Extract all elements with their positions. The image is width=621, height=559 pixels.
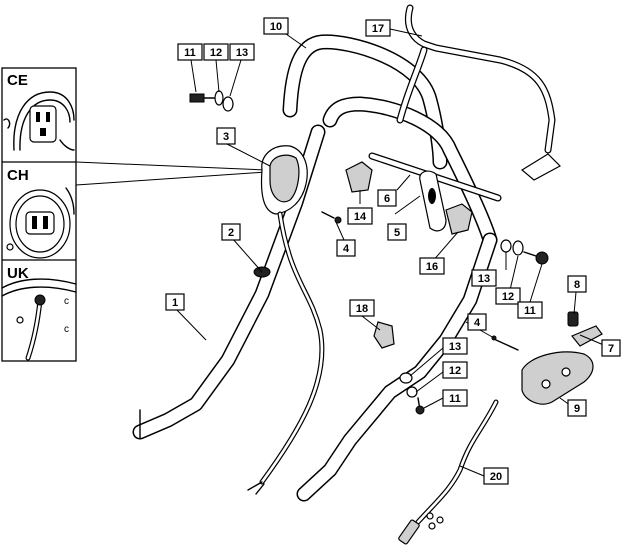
callout-20: 20 bbox=[483, 467, 509, 485]
callout-9: 9 bbox=[567, 399, 587, 417]
callout-13-right: 13 bbox=[471, 269, 497, 287]
callout-14: 14 bbox=[347, 207, 373, 225]
handle-assembly bbox=[132, 4, 603, 545]
svg-text:10: 10 bbox=[270, 21, 282, 33]
callout-1: 1 bbox=[165, 293, 185, 311]
callout-12-upper: 12 bbox=[203, 43, 229, 61]
callout-7: 7 bbox=[601, 339, 621, 357]
svg-text:13: 13 bbox=[449, 341, 461, 353]
svg-text:12: 12 bbox=[449, 365, 461, 377]
svg-text:4: 4 bbox=[343, 243, 350, 255]
svg-text:17: 17 bbox=[372, 23, 384, 35]
svg-text:12: 12 bbox=[210, 47, 222, 59]
svg-text:11: 11 bbox=[524, 305, 536, 317]
callout-13-lower: 13 bbox=[442, 337, 468, 355]
svg-text:c: c bbox=[64, 324, 69, 335]
callout-13-upper: 13 bbox=[229, 43, 255, 61]
svg-text:4: 4 bbox=[474, 317, 481, 329]
callout-8: 8 bbox=[567, 275, 587, 293]
callout-12-lower: 12 bbox=[442, 361, 468, 379]
svg-text:18: 18 bbox=[356, 303, 368, 315]
callout-17: 17 bbox=[365, 19, 391, 37]
svg-text:7: 7 bbox=[608, 343, 614, 355]
callout-12-right: 12 bbox=[495, 287, 521, 305]
inset-ce-label: CE bbox=[7, 72, 28, 89]
inset-ch-label: CH bbox=[7, 167, 29, 184]
callout-2: 2 bbox=[221, 223, 241, 241]
svg-text:11: 11 bbox=[184, 47, 196, 59]
callout-4-lower: 4 bbox=[467, 313, 487, 331]
callout-6: 6 bbox=[377, 189, 397, 207]
svg-text:16: 16 bbox=[426, 261, 438, 273]
svg-text:3: 3 bbox=[223, 131, 229, 143]
svg-text:12: 12 bbox=[502, 291, 514, 303]
callout-16: 16 bbox=[419, 257, 445, 275]
svg-text:11: 11 bbox=[449, 393, 461, 405]
svg-text:14: 14 bbox=[354, 211, 367, 223]
callout-11-upper: 11 bbox=[177, 43, 203, 61]
svg-text:c: c bbox=[64, 296, 69, 307]
inset-ch: CH bbox=[6, 167, 75, 259]
callout-18: 18 bbox=[349, 299, 375, 317]
callout-3: 3 bbox=[216, 127, 236, 145]
callout-4-upper: 4 bbox=[336, 239, 356, 257]
svg-text:8: 8 bbox=[574, 279, 580, 291]
svg-text:1: 1 bbox=[172, 297, 178, 309]
svg-text:13: 13 bbox=[478, 273, 490, 285]
callout-10: 10 bbox=[263, 17, 289, 35]
svg-text:2: 2 bbox=[228, 227, 234, 239]
svg-text:9: 9 bbox=[574, 403, 580, 415]
callout-11-right: 11 bbox=[517, 301, 543, 319]
svg-text:5: 5 bbox=[394, 227, 400, 239]
callout-11-lower: 11 bbox=[442, 389, 468, 407]
callout-5: 5 bbox=[387, 223, 407, 241]
inset-panels: CE CH UK bbox=[1, 67, 267, 362]
svg-text:6: 6 bbox=[384, 193, 390, 205]
inset-uk: UK c c bbox=[1, 265, 77, 361]
callouts: 1 2 3 4 5 6 7 8 9 10 17 11 12 13 14 16 1… bbox=[165, 17, 621, 485]
inset-uk-label: UK bbox=[7, 265, 29, 282]
svg-text:13: 13 bbox=[236, 47, 248, 59]
inset-ce: CE bbox=[3, 72, 75, 151]
svg-text:20: 20 bbox=[490, 471, 502, 483]
